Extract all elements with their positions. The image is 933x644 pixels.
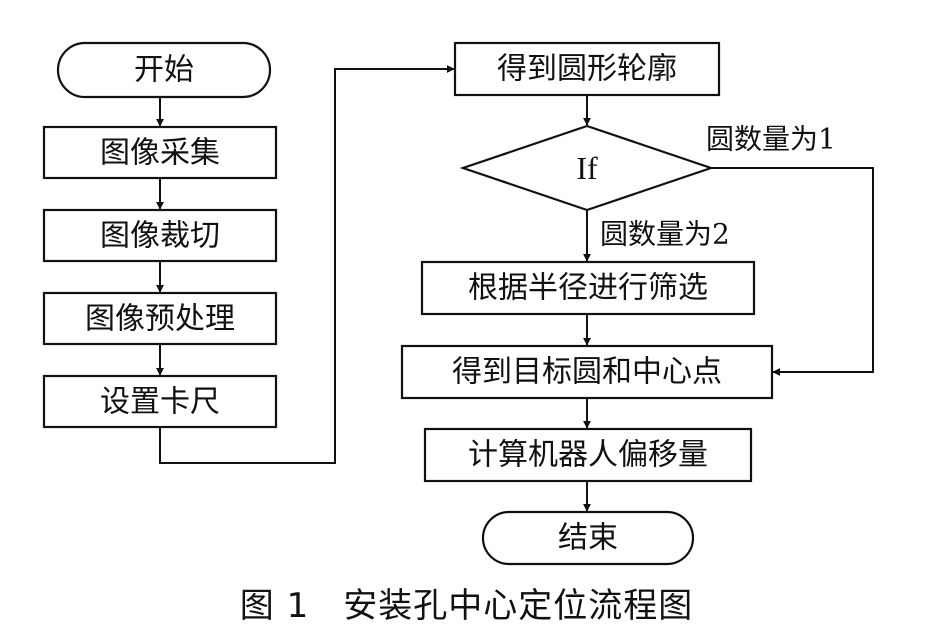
flowchart: 开始 图像采集 图像裁切 图像预处理 设置卡尺 得到圆形轮廓 If 根据半径进行… [42, 41, 874, 566]
figure-number: 图 1 [239, 586, 310, 626]
arrow-caliper-contour [159, 65, 455, 464]
arrow-decision-target [711, 167, 874, 376]
target-label: 得到目标圆和中心点 [452, 355, 722, 390]
start-label: 开始 [134, 53, 194, 88]
figure-title: 安装孔中心定位流程图 [343, 586, 694, 626]
start-terminal [56, 41, 272, 99]
decision-label: If [576, 150, 598, 186]
caliper-label: 设置卡尺 [100, 385, 220, 420]
end-terminal [481, 510, 695, 566]
edge-label-count-two: 圆数量为2 [600, 218, 730, 251]
acquire-label: 图像采集 [100, 136, 220, 171]
contour-label: 得到圆形轮廓 [497, 52, 677, 87]
edge-label-count-one: 圆数量为1 [706, 123, 836, 156]
offset-label: 计算机器人偏移量 [468, 438, 708, 473]
preprocess-label: 图像预处理 [85, 302, 235, 337]
filter-label: 根据半径进行筛选 [468, 271, 708, 306]
crop-label: 图像裁切 [100, 219, 220, 254]
end-label: 结束 [558, 521, 618, 556]
figure-caption: 图 1 安装孔中心定位流程图 [0, 578, 933, 627]
